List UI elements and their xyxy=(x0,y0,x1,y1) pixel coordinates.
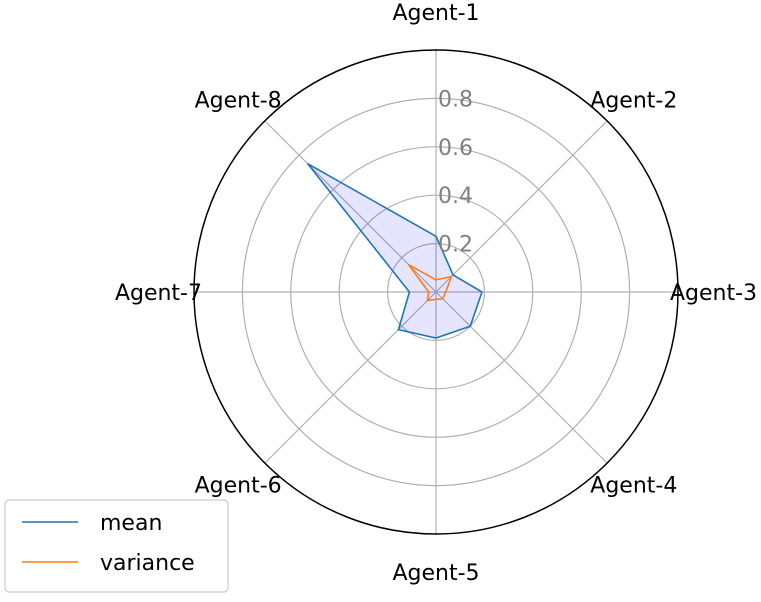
data-polygons xyxy=(307,163,483,339)
legend: mean variance xyxy=(4,499,229,593)
grid-spoke xyxy=(435,291,608,464)
radial-tick-label: 0.2 xyxy=(438,233,473,258)
radial-tick-label: 0.4 xyxy=(438,184,473,209)
series-variance-line xyxy=(407,263,453,302)
category-label-agent-8: Agent-8 xyxy=(195,89,282,114)
grid-spoke xyxy=(264,291,437,464)
category-label-agent-2: Agent-2 xyxy=(590,89,677,114)
radial-tick-label: 0.8 xyxy=(438,87,473,112)
category-label-agent-5: Agent-5 xyxy=(392,561,479,586)
legend-mean-label: mean xyxy=(100,511,162,536)
legend-variance-label: variance xyxy=(100,551,195,576)
legend-frame xyxy=(4,499,229,593)
category-label-agent-1: Agent-1 xyxy=(392,1,479,26)
grid-spoke xyxy=(435,120,608,293)
category-label-agent-4: Agent-4 xyxy=(590,473,677,498)
category-label-agent-3: Agent-3 xyxy=(670,281,757,306)
outer-frame xyxy=(193,49,679,535)
series-mean-line xyxy=(307,163,483,339)
radial-tick-labels: 0.2 0.4 0.6 0.8 xyxy=(438,87,473,257)
radial-tick-label: 0.6 xyxy=(438,136,473,161)
grid-spoke xyxy=(264,120,437,293)
category-label-agent-6: Agent-6 xyxy=(195,473,282,498)
grid-spokes xyxy=(194,50,678,534)
category-label-agent-7: Agent-7 xyxy=(115,281,202,306)
